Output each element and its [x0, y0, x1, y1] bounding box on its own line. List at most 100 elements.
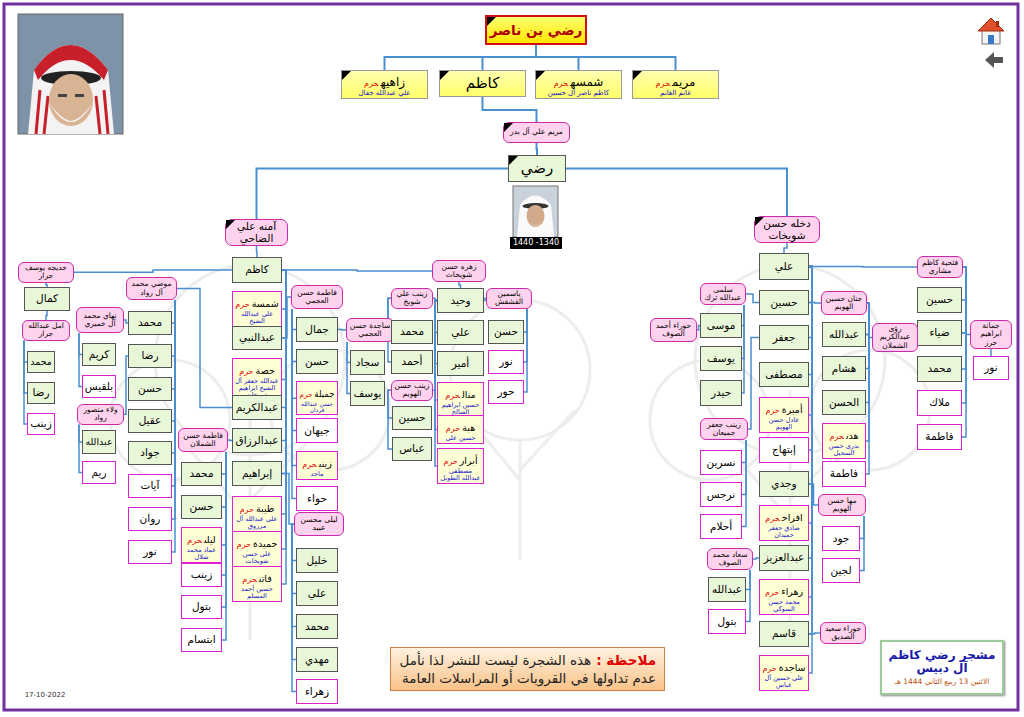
female-box: نرجس — [700, 482, 742, 507]
wife-of-text: حرم — [656, 79, 671, 88]
wife-of-text: حرم — [302, 460, 317, 469]
name-text: ليلى — [204, 534, 216, 545]
name-text: زينب علي شويخ — [394, 290, 430, 307]
name-row: افراححرم — [765, 507, 802, 525]
name-text: فاطمة — [925, 431, 953, 443]
note-paragraph: ملاحظة :هذه الشجرة ليست للنشر لذا نأمل ع… — [399, 651, 656, 687]
spouse-box: رؤى عبدالكريم الشملان — [872, 323, 918, 352]
daughter-box: زاهيهحرمعلي عبدالله جفال — [341, 70, 428, 99]
male-box: رضا — [27, 382, 55, 404]
married-daughter-box: ساجدةحرمعلي حسين آل عباس — [759, 655, 809, 691]
family-connector — [809, 633, 820, 634]
family-connector — [860, 516, 864, 571]
female-box: آيات — [128, 474, 172, 498]
spouse-box: موضي محمد آل رواد — [126, 277, 177, 300]
name-row: أبرارحرم — [443, 450, 477, 468]
husband-text: ماجد — [311, 471, 324, 478]
name-row: أميرةحرم — [765, 399, 802, 417]
name-text: عباس — [399, 443, 424, 455]
male-box: محمد — [917, 356, 962, 382]
name-text: إبراهيم — [242, 468, 272, 480]
name-text: زينب جعفر جميعان — [703, 421, 745, 438]
male-box: خليل — [296, 548, 338, 573]
note-box: ملاحظة :هذه الشجرة ليست للنشر لذا نأمل ع… — [390, 647, 665, 691]
name-text: موضي محمد آل رواد — [129, 280, 174, 297]
name-text: عقيل — [139, 415, 162, 427]
spouse-box: سلمى عبدالله ترك — [700, 283, 746, 305]
female-box: جيهان — [296, 418, 338, 443]
male-box: قاسم — [759, 621, 809, 647]
male-box: حسين — [759, 290, 809, 315]
married-daughter-box: شمسةحرمعلي عبدالله الشيخ — [232, 291, 282, 327]
female-box: لجين — [822, 558, 860, 583]
male-box: علي — [437, 320, 484, 345]
male-box: مهدي — [296, 647, 338, 672]
male-box: رضا — [128, 344, 172, 368]
name-text: كاظم — [245, 264, 269, 276]
name-text: جمال — [305, 324, 328, 336]
name-row: منالحرم — [445, 384, 475, 402]
name-row: زينبحرم — [302, 453, 332, 471]
name-text: مها حسن الهويم — [821, 497, 863, 514]
name-text: زهراء — [781, 586, 803, 597]
family-connector — [483, 45, 537, 70]
name-text: رضا — [141, 350, 158, 362]
name-row: شمسةحرم — [235, 293, 278, 311]
name-text: جعفر — [773, 332, 796, 344]
name-text: كاظم — [466, 75, 500, 92]
life-dates: 1340- 1440 — [510, 237, 562, 249]
name-text: شمسة — [252, 298, 279, 309]
wife-of-text: حرم — [765, 588, 779, 597]
name-text: هدى — [846, 430, 859, 441]
name-text: نور — [143, 546, 156, 558]
wife-of-text: حرم — [239, 367, 253, 376]
print-date: 17-10-2022 — [10, 690, 80, 700]
female-box: زهراء — [296, 679, 338, 704]
married-daughter-box: طيبةحرمعلي عبدالله آل مرزوق — [232, 496, 282, 532]
married-daughter-box: افراححرمصادق جعفر حميدان — [759, 505, 809, 541]
spouse-box: ليلى محسن عبيد — [294, 512, 344, 536]
name-text: آيات — [141, 480, 160, 492]
name-text: زينب حسن الهويم — [394, 382, 430, 399]
spouse-box: نهاي محمد آل خميري — [76, 307, 124, 333]
person-box: رضي — [508, 155, 566, 182]
name-text: نهاي محمد آل خميري — [79, 312, 121, 329]
name-text: منال — [462, 389, 476, 400]
name-text: علي — [451, 327, 470, 339]
name-text: سعاد محمد الصوف — [710, 551, 750, 568]
name-text: زهره حسن شويخات — [435, 263, 483, 280]
female-box: ابتسام — [181, 628, 222, 652]
family-connector — [809, 266, 917, 268]
name-text: لجين — [830, 565, 851, 577]
husband-text: علي عبدالله آل مرزوق — [235, 516, 279, 530]
spouse-box: زينب حسن الهويم — [391, 380, 433, 401]
name-row: زهراءحرم — [765, 581, 803, 599]
name-text: حميدة — [253, 538, 277, 549]
name-text: أميرة — [782, 404, 803, 415]
husband-text: علي عبدالله الشيخ — [235, 311, 279, 325]
wife-of-text: حرم — [187, 536, 202, 545]
name-text: آمنه علي الضاحي — [228, 221, 285, 244]
husband-text: عادل حسن الهويم — [762, 417, 806, 431]
name-text: فتحية كاظم مشاري — [920, 259, 960, 276]
male-box: يوسف — [700, 346, 742, 371]
name-text: حسن — [305, 356, 329, 368]
name-text: فاطمة حسن العجمي — [294, 289, 340, 306]
spouse-box: خديجه يوسف جرار — [18, 262, 74, 283]
male-box: كاظم — [232, 257, 282, 283]
name-text: وحيد — [450, 295, 470, 307]
name-text: مصطفى — [765, 369, 802, 381]
name-row: طيبةحرم — [240, 498, 275, 516]
note-heading: ملاحظة : — [596, 652, 656, 668]
female-box: زينب — [181, 563, 222, 587]
male-box: حسن — [181, 495, 222, 519]
name-text: ولاء منصور رواد — [80, 406, 121, 423]
sub-text: الاثنين 13 ربيع الثاني 1444 هـ — [895, 678, 990, 686]
name-text: مريم — [672, 75, 695, 89]
name-text: حسن — [138, 383, 162, 395]
male-box: حسين — [917, 287, 962, 313]
family-connector — [385, 45, 537, 70]
husband-text: عماد محمد شلال — [184, 547, 219, 561]
name-text: الحسن — [829, 397, 859, 409]
female-box: بتول — [181, 595, 222, 619]
